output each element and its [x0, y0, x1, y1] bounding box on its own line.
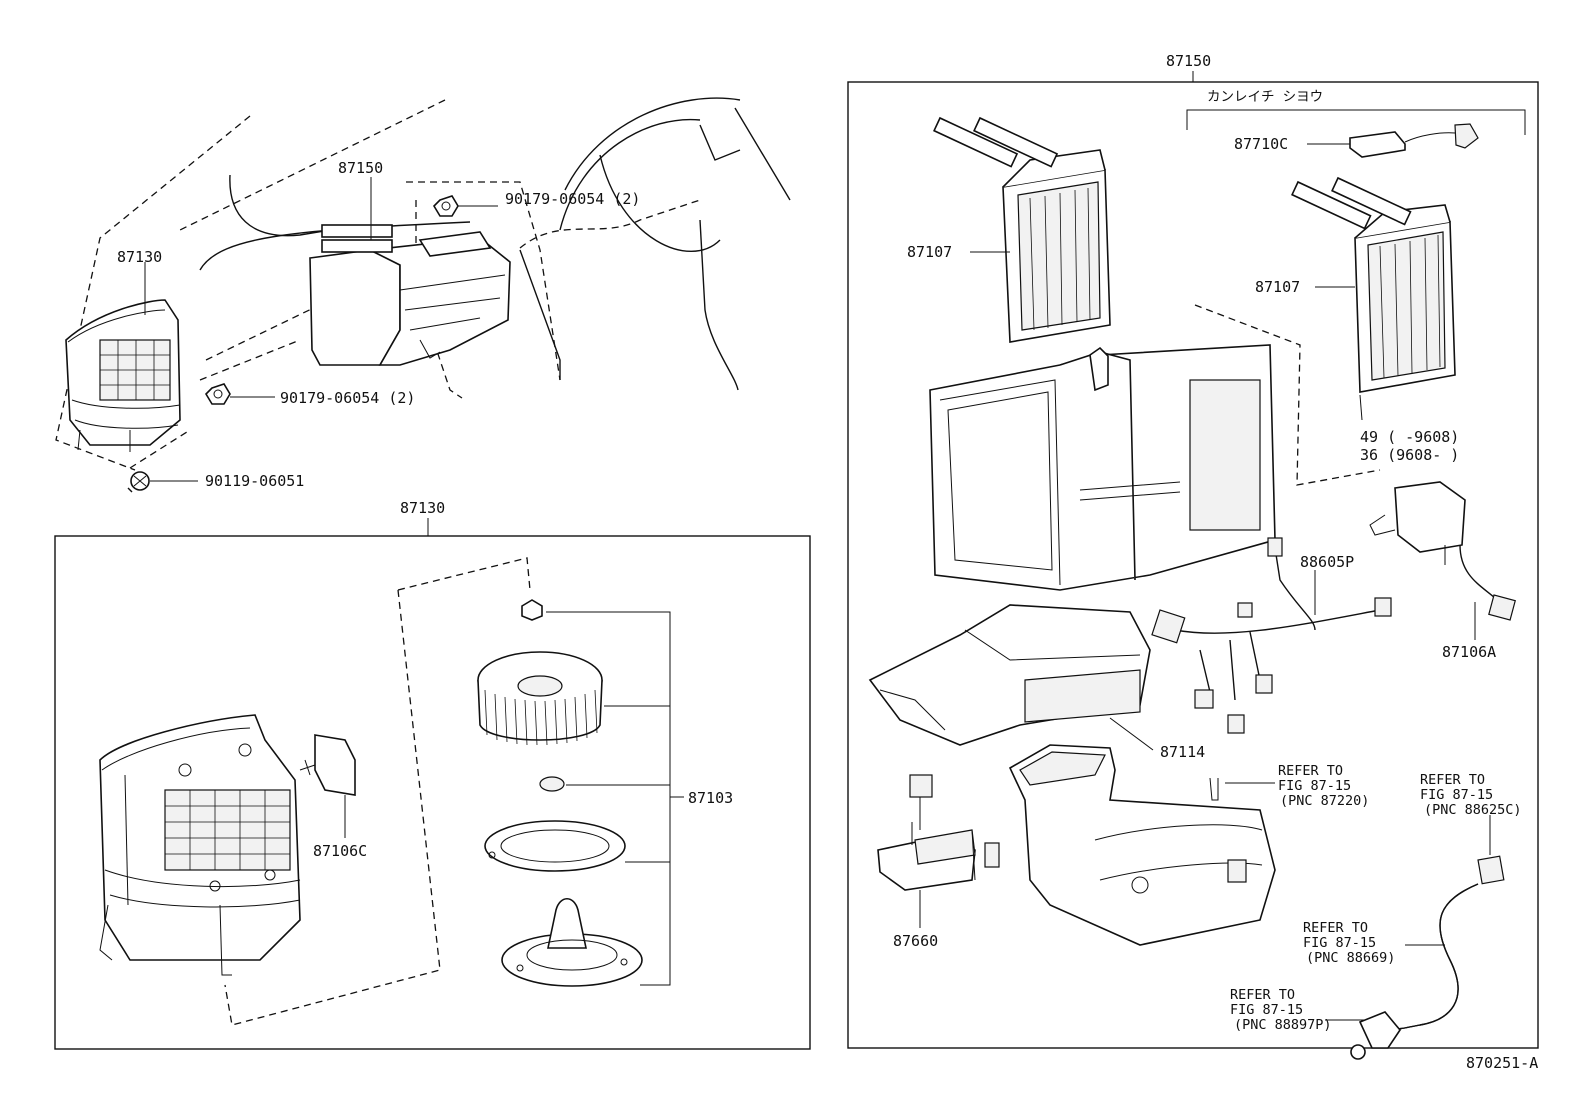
nut-lower-icon: [204, 383, 231, 405]
label-harness: 88605P: [1300, 553, 1354, 571]
label-blower-top: 87130: [117, 248, 162, 266]
label-ref-c-2: FIG 87-15: [1303, 935, 1376, 951]
blower-housing: [99, 714, 301, 976]
label-ref-b-3: (PNC 88625C): [1424, 802, 1522, 818]
label-servo: 87106A: [1442, 643, 1496, 661]
fan-gasket-icon: [484, 820, 626, 872]
blower-detail-box: 87130 87106C: [54, 499, 811, 1050]
label-evap-part: 87660: [893, 932, 938, 950]
label-qty-1: 49 ( -9608): [1360, 428, 1459, 446]
sensor-hose-icon: [1350, 855, 1505, 1060]
label-ref-a-3: (PNC 87220): [1280, 793, 1369, 809]
duct-case: [868, 604, 1151, 746]
evap-sensor-icon: [877, 774, 1000, 891]
label-core-right: 87107: [1255, 278, 1300, 296]
label-ref-d-1: REFER TO: [1230, 987, 1295, 1003]
lower-unit: [1008, 744, 1276, 946]
label-amp: 87710C: [1234, 135, 1288, 153]
label-ref-d-2: FIG 87-15: [1230, 1002, 1303, 1018]
heater-detail-box: 87150 カンレイチ シヨウ 87710C 87107: [847, 52, 1539, 1060]
heater-unit-small: [309, 224, 511, 366]
fan-wheel-icon: [477, 651, 603, 746]
heater-core-right: [1291, 176, 1456, 421]
label-fan-motor: 87103: [688, 789, 733, 807]
label-nut-lower: 90179-06054 (2): [280, 389, 415, 407]
servo-motor-icon: [1369, 481, 1516, 621]
label-ref-b-2: FIG 87-15: [1420, 787, 1493, 803]
fan-washer-icon: [539, 776, 565, 792]
diagram-id: 870251-A: [1466, 1054, 1538, 1072]
wire-harness: [1151, 537, 1392, 734]
label-ref-c-1: REFER TO: [1303, 920, 1368, 936]
label-cold-region: カンレイチ シヨウ: [1207, 89, 1323, 105]
label-screw: 90119-06051: [205, 472, 304, 490]
label-ref-c-3: (PNC 88669): [1306, 950, 1395, 966]
label-ref-d-3: (PNC 88897P): [1234, 1017, 1332, 1033]
label-core-left: 87107: [907, 243, 952, 261]
dashboard-overview: 87150 87130 90179-06054 (2) 90179-06054 …: [55, 97, 791, 493]
label-ref-a-2: FIG 87-15: [1278, 778, 1351, 794]
label-assy-main-left: 87150: [338, 159, 383, 177]
label-nut-upper: 90179-06054 (2): [505, 190, 640, 208]
label-assy-main-top: 87150: [1166, 52, 1211, 70]
amplifier-icon: [1349, 123, 1479, 158]
label-ref-a-1: REFER TO: [1278, 763, 1343, 779]
blower-unit-small: [65, 299, 181, 452]
resistor-icon: 87106C: [299, 734, 367, 860]
heater-case: [929, 304, 1381, 591]
label-ref-b-1: REFER TO: [1420, 772, 1485, 788]
fan-motor-icon: [501, 897, 643, 987]
label-case: 87114: [1160, 743, 1205, 761]
screw-icon: [127, 471, 150, 493]
nut-upper-icon: [432, 195, 459, 217]
label-qty-2: 36 (9608- ): [1360, 446, 1459, 464]
label-resistor: 87106C: [313, 842, 367, 860]
label-blower-box: 87130: [400, 499, 445, 517]
fan-nut-icon: [521, 599, 543, 621]
heater-core-left: [933, 116, 1111, 343]
